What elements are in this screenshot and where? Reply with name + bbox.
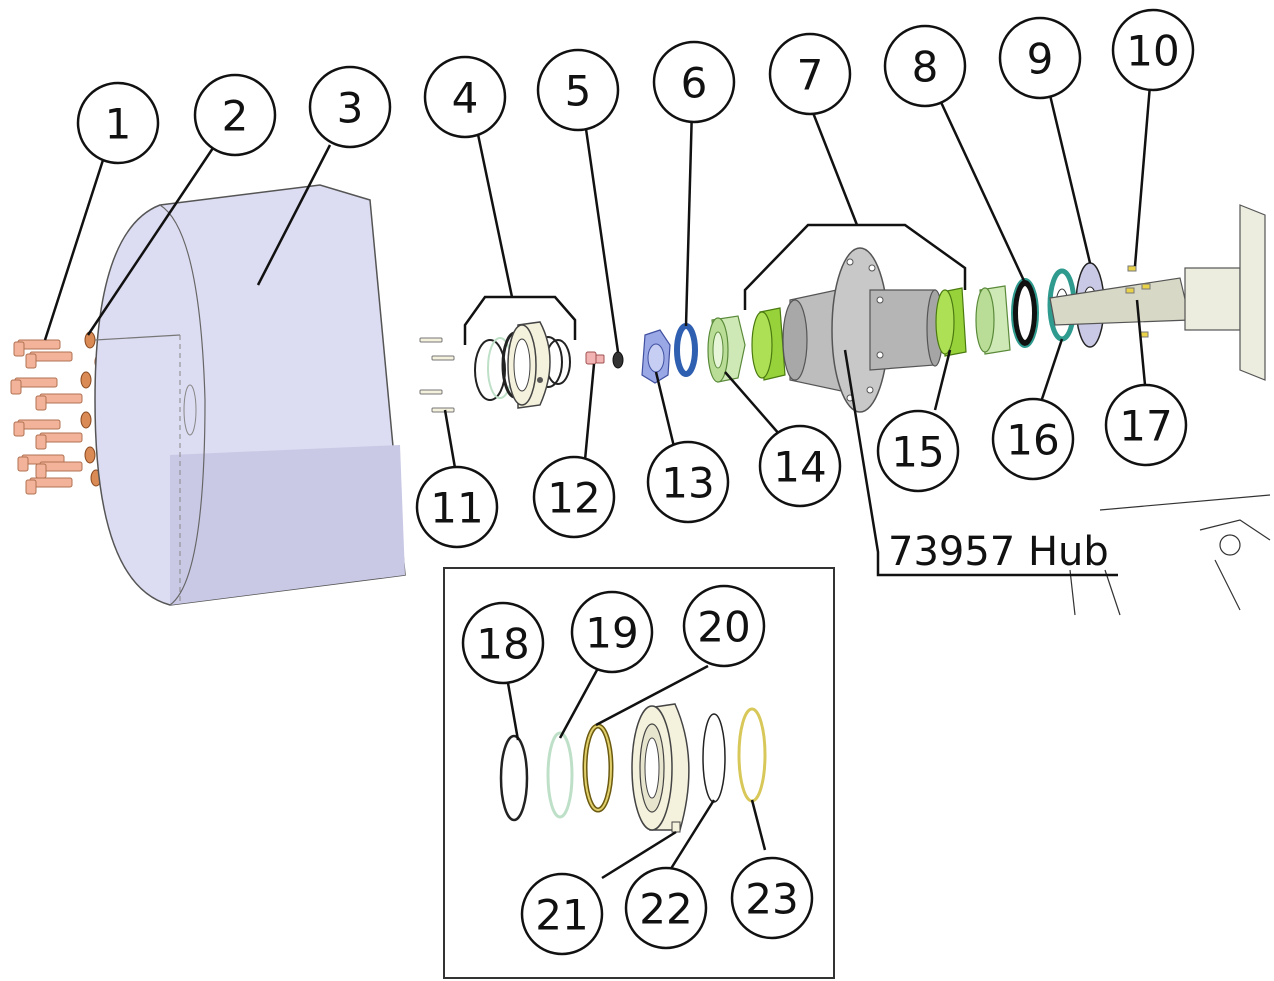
callout-20: 20 — [682, 584, 766, 668]
retaining-ring-part — [499, 734, 529, 822]
svg-text:9: 9 — [1027, 35, 1054, 84]
inner-bearing-part — [975, 285, 1011, 355]
spindle-nut-part — [641, 329, 671, 384]
svg-text:21: 21 — [535, 891, 588, 940]
callout-4: 4 — [423, 55, 507, 139]
svg-text:3: 3 — [337, 84, 364, 133]
callouts: 1 2 3 4 5 6 7 8 9 10 11 12 13 14 15 16 1… — [76, 8, 1195, 956]
callout-10: 10 — [1111, 8, 1195, 92]
callout-14: 14 — [758, 424, 842, 508]
callout-13: 13 — [646, 440, 730, 524]
callout-3: 3 — [308, 65, 392, 149]
svg-text:17: 17 — [1119, 402, 1172, 451]
callout-11: 11 — [415, 465, 499, 549]
svg-text:2: 2 — [222, 92, 249, 141]
callout-12: 12 — [532, 455, 616, 539]
callout-19: 19 — [570, 590, 654, 674]
svg-text:8: 8 — [912, 43, 939, 92]
seal-assembly-part — [474, 321, 571, 409]
callout-22: 22 — [624, 866, 708, 950]
grease-fitting-part — [585, 351, 605, 365]
spindle-washer-part — [674, 323, 698, 377]
hub-part — [782, 247, 944, 413]
svg-text:22: 22 — [639, 885, 692, 934]
svg-text:5: 5 — [565, 67, 592, 116]
svg-text:20: 20 — [697, 603, 750, 652]
callout-18: 18 — [461, 601, 545, 685]
detail-inset-box — [443, 567, 835, 979]
svg-text:11: 11 — [430, 484, 483, 533]
callout-16: 16 — [991, 397, 1075, 481]
leader-lines — [43, 84, 1152, 880]
svg-text:6: 6 — [681, 59, 708, 108]
callout-8: 8 — [883, 24, 967, 108]
callout-23: 23 — [730, 856, 814, 940]
frame-partial — [1069, 494, 1271, 616]
callout-2: 2 — [193, 73, 277, 157]
inner-race-part — [935, 287, 967, 357]
cotter-part — [612, 351, 624, 369]
svg-text:16: 16 — [1006, 416, 1059, 465]
bolts-part — [10, 339, 83, 495]
callout-1: 1 — [76, 81, 160, 165]
spindle-part — [1049, 204, 1266, 381]
seal-ring-part — [582, 723, 614, 813]
outer-bearing-part — [707, 315, 746, 383]
svg-text:19: 19 — [585, 609, 638, 658]
svg-text:14: 14 — [773, 443, 826, 492]
svg-text:4: 4 — [452, 74, 479, 123]
grease-seal-part — [1011, 278, 1039, 348]
callout-17: 17 — [1104, 383, 1188, 467]
callout-9: 9 — [998, 16, 1082, 100]
hub-label: 73957 Hub — [888, 529, 1109, 575]
callout-15: 15 — [876, 409, 960, 493]
seal-housing-part — [631, 703, 690, 833]
small-bolts-part — [419, 337, 455, 413]
svg-text:12: 12 — [547, 474, 600, 523]
svg-text:1: 1 — [105, 100, 132, 149]
wear-ring-part — [546, 731, 574, 819]
svg-text:10: 10 — [1126, 27, 1179, 76]
drum-part — [94, 184, 406, 606]
callout-6: 6 — [652, 40, 736, 124]
callout-5: 5 — [536, 48, 620, 132]
svg-text:7: 7 — [797, 51, 824, 100]
outer-race-part — [751, 307, 786, 381]
yellow-ring-part — [737, 707, 767, 803]
svg-text:13: 13 — [661, 459, 714, 508]
o-ring-part — [702, 713, 726, 803]
svg-text:15: 15 — [891, 428, 944, 477]
svg-text:18: 18 — [476, 620, 529, 669]
callout-7: 7 — [768, 32, 852, 116]
svg-text:23: 23 — [745, 875, 798, 924]
callout-21: 21 — [520, 872, 604, 956]
